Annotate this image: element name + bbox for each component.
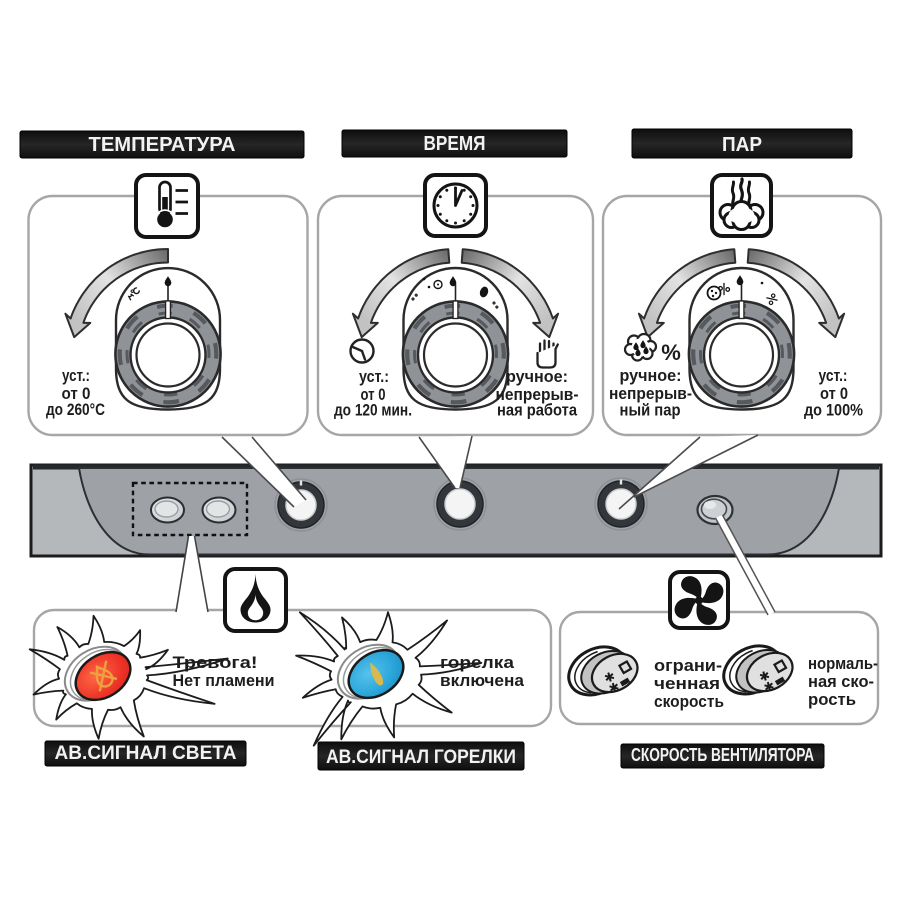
svg-text:включена: включена xyxy=(440,671,525,690)
svg-text:ТЕМПЕРАТУРА: ТЕМПЕРАТУРА xyxy=(89,134,236,156)
svg-text:ручное:: ручное: xyxy=(620,366,682,385)
svg-text:ограни-: ограни- xyxy=(654,656,722,675)
svg-text:уст.:: уст.: xyxy=(819,366,848,385)
svg-text:до 260°C: до 260°C xyxy=(46,400,105,419)
svg-text:от 0: от 0 xyxy=(62,384,91,403)
svg-text:уст.:: уст.: xyxy=(62,366,90,385)
svg-text:ручное:: ручное: xyxy=(506,367,568,386)
svg-text:СКОРОСТЬ ВЕНТИЛЯТОРА: СКОРОСТЬ ВЕНТИЛЯТОРА xyxy=(631,745,814,765)
svg-text:ный пар: ный пар xyxy=(620,401,681,420)
svg-text:АВ.СИГНАЛ ГОРЕЛКИ: АВ.СИГНАЛ ГОРЕЛКИ xyxy=(326,747,516,768)
svg-text:Нет пламени: Нет пламени xyxy=(173,671,275,690)
svg-text:ная работа: ная работа xyxy=(497,401,577,420)
svg-text:ВРЕМЯ: ВРЕМЯ xyxy=(424,133,486,155)
svg-text:непрерыв-: непрерыв- xyxy=(609,384,692,403)
svg-text:нормаль-: нормаль- xyxy=(808,654,878,673)
svg-text:рость: рость xyxy=(808,690,856,709)
svg-text:уст.:: уст.: xyxy=(359,367,389,386)
svg-text:%: % xyxy=(661,340,681,365)
svg-text:ПАР: ПАР xyxy=(722,134,762,156)
svg-text:до 100%: до 100% xyxy=(804,401,863,420)
svg-text:ченная: ченная xyxy=(654,674,720,693)
svg-text:скорость: скорость xyxy=(654,692,724,711)
svg-text:Тревога!: Тревога! xyxy=(173,653,258,672)
svg-text:непрерыв-: непрерыв- xyxy=(496,385,579,404)
svg-text:от 0: от 0 xyxy=(361,385,386,404)
svg-text:АВ.СИГНАЛ СВЕТА: АВ.СИГНАЛ СВЕТА xyxy=(55,743,237,764)
svg-text:ная ско-: ная ско- xyxy=(808,672,874,691)
svg-text:горелка: горелка xyxy=(440,653,515,672)
svg-text:от 0: от 0 xyxy=(820,384,848,403)
svg-text:до 120 мин.: до 120 мин. xyxy=(334,401,412,420)
